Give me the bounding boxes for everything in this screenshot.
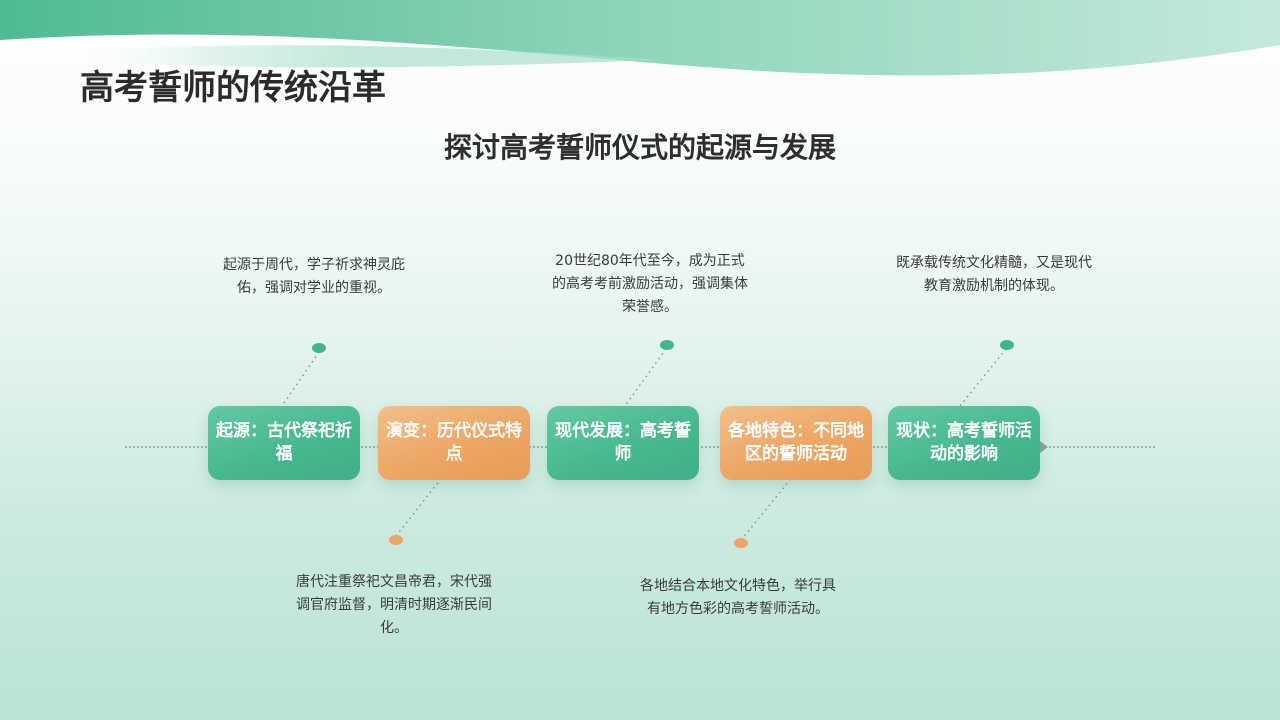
timeline-node-regional: 各地特色：不同地区的誓师活动 [720,406,872,480]
timeline-description-modern: 20世纪80年代至今，成为正式的高考考前激励活动，强调集体荣誉感。 [552,253,748,315]
slide-subtitle: 探讨高考誓师仪式的起源与发展 [443,131,836,164]
timeline-node-label: 现代发展：高考誓师 [555,421,691,464]
timeline-node-label: 现状：高考誓师活动的影响 [896,421,1032,464]
slide-title: 高考誓师的传统沿革 [80,68,386,108]
timeline-node-origin: 起源：古代祭祀祈福 [208,406,360,480]
timeline-node-label: 各地特色：不同地区的誓师活动 [728,421,864,464]
timeline-marker-dot [1000,340,1014,350]
timeline-marker-dot [660,340,674,350]
timeline-marker-dot [734,538,748,548]
timeline-arrow-icon [1040,441,1048,453]
timeline-marker-dot [312,343,326,353]
timeline-node-label: 起源：古代祭祀祈福 [216,421,352,464]
timeline-description-origin: 起源于周代，学子祈求神灵庇佑，强调对学业的重视。 [223,257,405,296]
timeline-description-status: 既承载传统文化精髓，又是现代教育激励机制的体现。 [896,255,1092,294]
timeline-node-evolution: 演变：历代仪式特点 [378,406,530,480]
timeline-node-modern: 现代发展：高考誓师 [547,406,699,480]
timeline-node-status: 现状：高考誓师活动的影响 [888,406,1040,480]
header-wave-decoration [0,0,1280,76]
timeline-description-evolution: 唐代注重祭祀文昌帝君，宋代强调官府监督，明清时期逐渐民间化。 [296,574,492,636]
timeline-marker-dot [389,535,403,545]
timeline-description-regional: 各地结合本地文化特色，举行具有地方色彩的高考誓师活动。 [640,578,836,617]
timeline-node-label: 演变：历代仪式特点 [386,421,522,464]
